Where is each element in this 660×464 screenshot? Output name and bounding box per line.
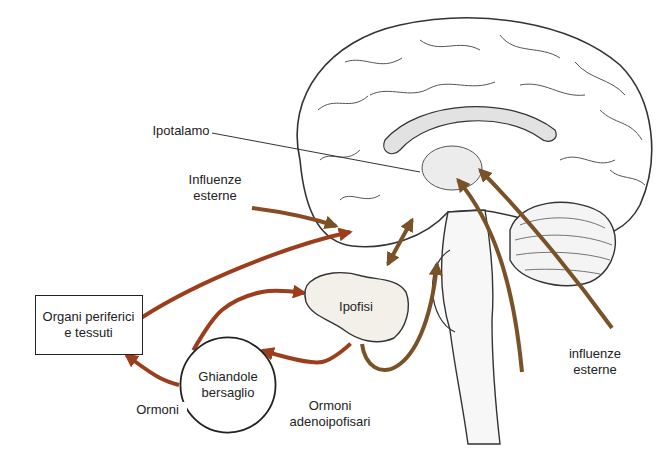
gyrus-line: [520, 84, 585, 95]
folium-line: [525, 269, 600, 274]
gyrus-line: [600, 110, 642, 140]
edge-label: Ormoni: [128, 402, 187, 418]
circle-outline: [180, 337, 275, 432]
gyrus-line: [345, 58, 402, 64]
tissue-box: Organi periferici e tessuti: [35, 295, 143, 355]
folium-line: [515, 235, 612, 245]
cerebellum: [510, 202, 615, 285]
node-text-group: Ipofisi: [339, 299, 373, 315]
pituitary-outline: [305, 273, 408, 342]
gyrus-line: [320, 150, 360, 160]
corpus-callosum: [384, 107, 556, 154]
hormone-arrow: [126, 355, 179, 385]
structure-label: Ipotalamo: [150, 123, 212, 139]
edge-label: Ormoni adenoipofisari: [282, 398, 378, 429]
hormone-arrow: [263, 344, 351, 363]
gland-circle: Ghiandole bersaglio: [179, 336, 277, 434]
thalamus: [422, 146, 482, 190]
gyri-lines: [318, 35, 645, 200]
brainstem: [442, 210, 501, 444]
influence-arrow: [458, 180, 522, 372]
gyrus-line: [318, 96, 368, 110]
node-label: Ghiandole bersaglio: [193, 369, 263, 400]
node-label: Organi periferici e tessuti: [43, 309, 135, 340]
gyrus-line: [560, 157, 615, 163]
influence-label: influenze esterne: [560, 346, 630, 377]
gyrus-line: [340, 195, 380, 200]
gyrus-line: [610, 170, 645, 185]
folium-line: [516, 252, 610, 260]
influence-arrow: [480, 170, 612, 328]
leader-line: [212, 133, 420, 172]
influence-label: Influenze esterne: [180, 172, 250, 203]
pituitary-shape: Ipofisi: [302, 268, 410, 346]
portal-arrow: [388, 220, 412, 264]
gyrus-line: [370, 82, 495, 95]
influence-arrow: [252, 208, 336, 226]
gyrus-line: [500, 35, 560, 58]
gyrus-line: [575, 62, 625, 95]
gyrus-line: [420, 40, 480, 50]
node-label: Ipofisi: [339, 299, 373, 315]
pons: [432, 250, 455, 332]
node-text-group: Organi periferici e tessuti: [43, 309, 135, 340]
node-text-group: Ghiandole bersaglio: [193, 369, 263, 400]
